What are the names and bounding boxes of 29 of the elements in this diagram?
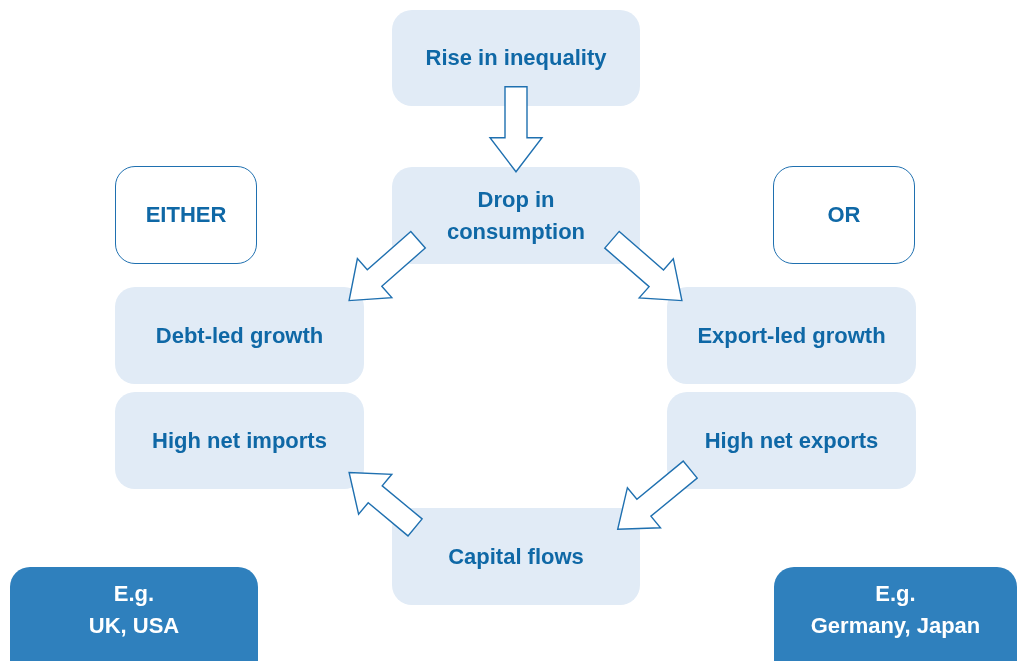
node-label: OR: [827, 201, 861, 229]
node-label: Export-led growth: [697, 321, 886, 350]
option-box: [773, 166, 915, 264]
block-arrow: [348, 471, 424, 537]
block-arrow: [488, 86, 544, 173]
node-label: E.g.: [875, 580, 916, 608]
process-box: [115, 392, 364, 489]
node-label: Debt-led growth: [155, 321, 324, 350]
node-label: UK, USA: [88, 612, 180, 640]
example-box: [10, 567, 258, 661]
block-arrow: [348, 230, 427, 302]
node-label: High net exports: [704, 426, 879, 455]
node-label: E.g.: [113, 580, 155, 608]
process-box: [392, 10, 640, 106]
option-box: [115, 166, 257, 264]
node-label: Germany, Japan: [810, 612, 981, 640]
process-box: [392, 508, 640, 605]
block-arrow: [616, 460, 699, 531]
node-label: Capital flows: [448, 542, 584, 571]
process-box: [667, 287, 916, 384]
node-label: Drop in consumption: [445, 185, 587, 246]
process-box: [392, 167, 640, 264]
node-label: High net imports: [152, 426, 327, 455]
process-box: [667, 392, 916, 489]
example-box: [774, 567, 1017, 661]
node-label: EITHER: [145, 201, 227, 229]
process-box: [115, 287, 364, 384]
block-arrow: [603, 230, 683, 302]
node-label: Rise in inequality: [425, 44, 607, 72]
